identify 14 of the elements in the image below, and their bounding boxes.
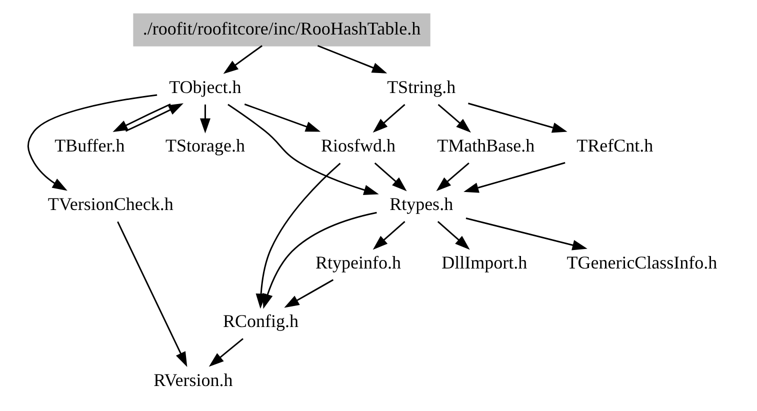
node-text: Riosfwd.h: [321, 136, 396, 156]
node-text: TGenericClassInfo.h: [566, 252, 718, 273]
node-text: RConfig.h: [222, 311, 299, 332]
node-text: TVersionCheck.h: [48, 194, 174, 214]
node-text: TBuffer.h: [54, 136, 125, 156]
node-text: TObject.h: [169, 77, 242, 98]
node-text: TString.h: [387, 77, 456, 98]
node-text: TMathBase.h: [437, 136, 535, 156]
node-text: TStorage.h: [165, 136, 245, 156]
node-text: Rtypeinfo.h: [316, 252, 402, 273]
node-text: RVersion.h: [154, 370, 233, 390]
node-text: TRefCnt.h: [576, 136, 654, 156]
node-text: Rtypes.h: [390, 194, 454, 214]
node-text: DllImport.h: [442, 252, 528, 273]
